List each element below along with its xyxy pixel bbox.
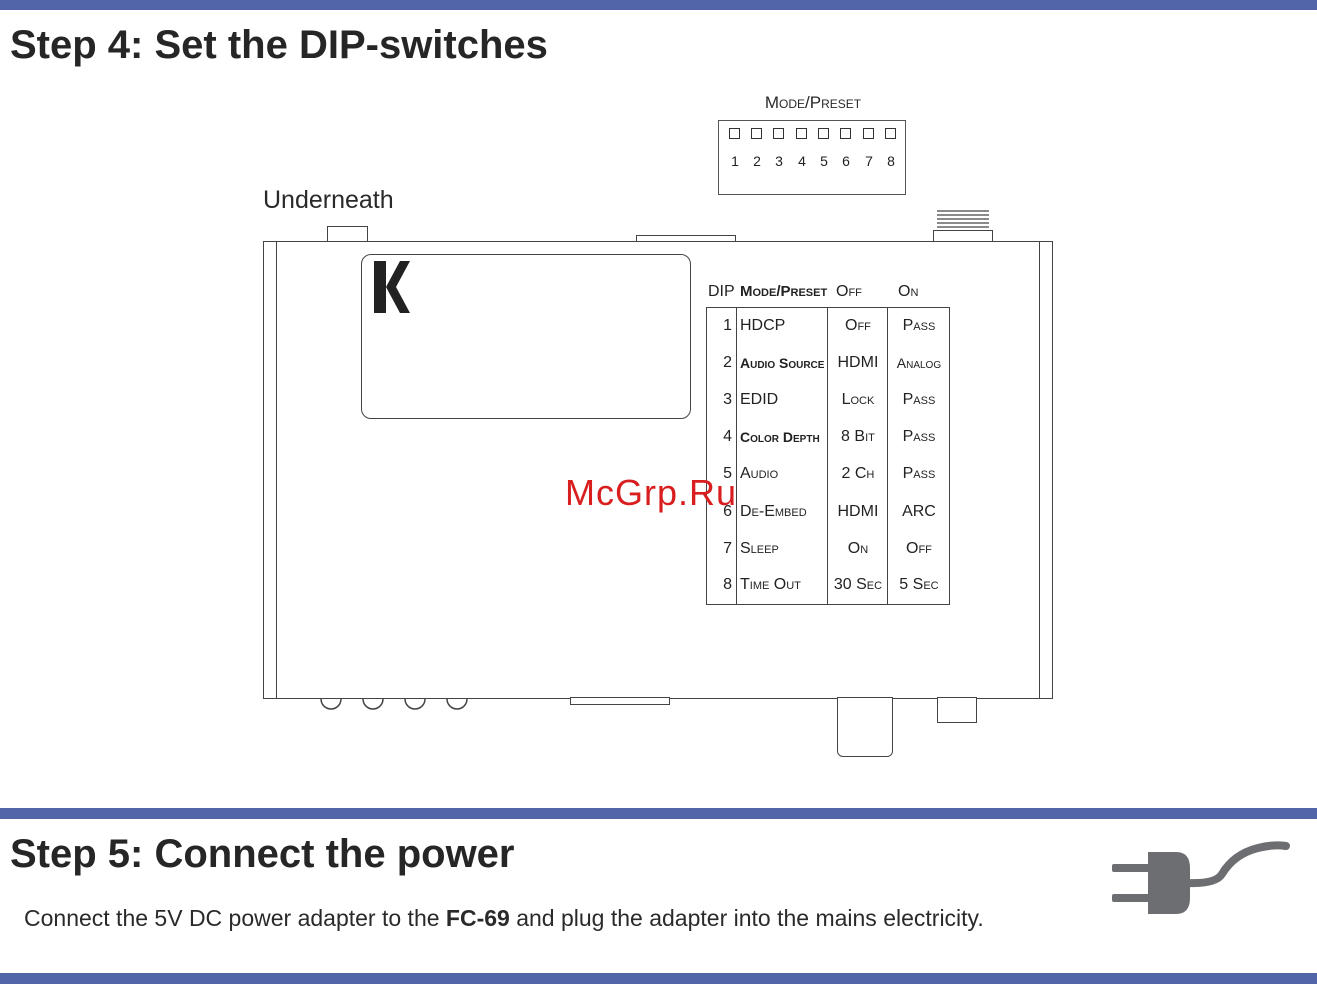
table-row: 5 Audio 2 Ch Pass <box>707 455 951 493</box>
dip-switch-number: 6 <box>842 153 850 169</box>
power-instruction: Connect the 5V DC power adapter to the F… <box>24 905 984 932</box>
dip-switch-6 <box>840 128 851 139</box>
dip-switch-number: 3 <box>775 153 783 169</box>
row-number: 4 <box>723 428 732 446</box>
row-off-value: Lock <box>827 381 888 419</box>
instruction-text-end: and plug the adapter into the mains elec… <box>509 905 984 931</box>
table-row: 6 De-Embed HDMI ARC <box>707 492 951 531</box>
dip-switch-number: 8 <box>887 153 895 169</box>
dip-switch-number: 5 <box>820 153 828 169</box>
dip-settings-table: 1 HDCP Off Pass 2 Audio Source HDMI Anal… <box>706 307 951 605</box>
step5-title: Step 5: Connect the power <box>10 832 515 876</box>
row-function: Color Depth <box>735 418 828 456</box>
dip-switch-block: 1 2 3 4 5 6 7 8 <box>718 120 906 195</box>
table-row: 4 Color Depth 8 Bit Pass <box>707 418 951 456</box>
row-number: 7 <box>723 539 732 557</box>
bottom-cable-plug <box>837 697 893 757</box>
dip-switch-7 <box>863 128 874 139</box>
row-function: HDCP <box>735 307 828 345</box>
row-off-value: HDMI <box>827 344 888 382</box>
power-plug-icon <box>1112 841 1290 914</box>
table-row: 3 EDID Lock Pass <box>707 381 951 419</box>
row-number: 8 <box>723 576 732 594</box>
row-number: 2 <box>723 354 732 372</box>
bottom-port <box>937 697 977 723</box>
bottom-connector <box>570 697 670 705</box>
row-number: 5 <box>723 465 732 483</box>
row-off-value: On <box>827 530 888 568</box>
row-function: Time Out <box>735 567 828 605</box>
row-off-value: Off <box>827 307 888 345</box>
dip-switch-5 <box>818 128 829 139</box>
table-header-dip: DIP <box>708 283 735 300</box>
kramer-k-logo-icon <box>374 261 410 313</box>
table-header-on: On <box>898 283 919 300</box>
row-on-value: Pass <box>887 418 951 456</box>
row-off-value: 30 Sec <box>827 567 888 605</box>
device-edge-right <box>1039 242 1040 698</box>
row-on-value: Pass <box>887 381 951 419</box>
instruction-text-start: Connect the 5V DC power adapter to the <box>24 905 446 931</box>
section-rule <box>0 808 1317 819</box>
product-name: FC-69 <box>445 905 510 931</box>
table-row: 1 HDCP Off Pass <box>707 307 951 345</box>
row-number: 3 <box>723 391 732 409</box>
row-on-value: Pass <box>887 455 951 493</box>
label-panel <box>361 254 691 419</box>
watermark: McGrp.Ru <box>565 472 738 513</box>
table-header-off: Off <box>836 283 862 300</box>
device-edge-left <box>276 242 277 698</box>
dip-mode-preset-label: Mode/Preset <box>764 93 862 112</box>
row-number: 6 <box>723 502 732 520</box>
row-on-value: Analog <box>887 344 951 382</box>
table-row: 8 Time Out 30 Sec 5 Sec <box>707 567 951 605</box>
dip-switch-8 <box>885 128 896 139</box>
dip-switch-number: 4 <box>798 153 806 169</box>
row-on-value: Pass <box>887 307 951 345</box>
row-function: EDID <box>735 381 828 419</box>
top-rule <box>0 0 1317 10</box>
dip-switch-1 <box>729 128 740 139</box>
row-on-value: Off <box>887 530 951 568</box>
row-function: Audio Source <box>735 344 828 382</box>
row-off-value: 8 Bit <box>827 418 888 456</box>
dip-switch-3 <box>773 128 784 139</box>
table-row: 7 Sleep On Off <box>707 530 951 568</box>
power-jack-grip-icon <box>937 210 989 228</box>
table-row: 2 Audio Source HDMI Analog <box>707 344 951 382</box>
row-on-value: ARC <box>887 492 951 531</box>
step4-title: Step 4: Set the DIP-switches <box>10 23 548 67</box>
table-header-mode: Mode/Preset <box>740 283 828 300</box>
row-function: Audio <box>735 455 828 493</box>
row-number: 1 <box>723 317 732 335</box>
dip-switch-2 <box>751 128 762 139</box>
dip-switch-4 <box>796 128 807 139</box>
underneath-label: Underneath <box>263 186 394 214</box>
dip-switch-number: 2 <box>753 153 761 169</box>
dip-switch-number: 1 <box>731 153 739 169</box>
bottom-audio-jacks-icon <box>320 698 468 710</box>
bottom-rule <box>0 973 1317 984</box>
row-function: De-Embed <box>735 492 828 531</box>
dip-switch-number: 7 <box>865 153 873 169</box>
row-function: Sleep <box>735 530 828 568</box>
row-on-value: 5 Sec <box>887 567 951 605</box>
row-off-value: HDMI <box>827 492 888 531</box>
row-off-value: 2 Ch <box>827 455 888 493</box>
